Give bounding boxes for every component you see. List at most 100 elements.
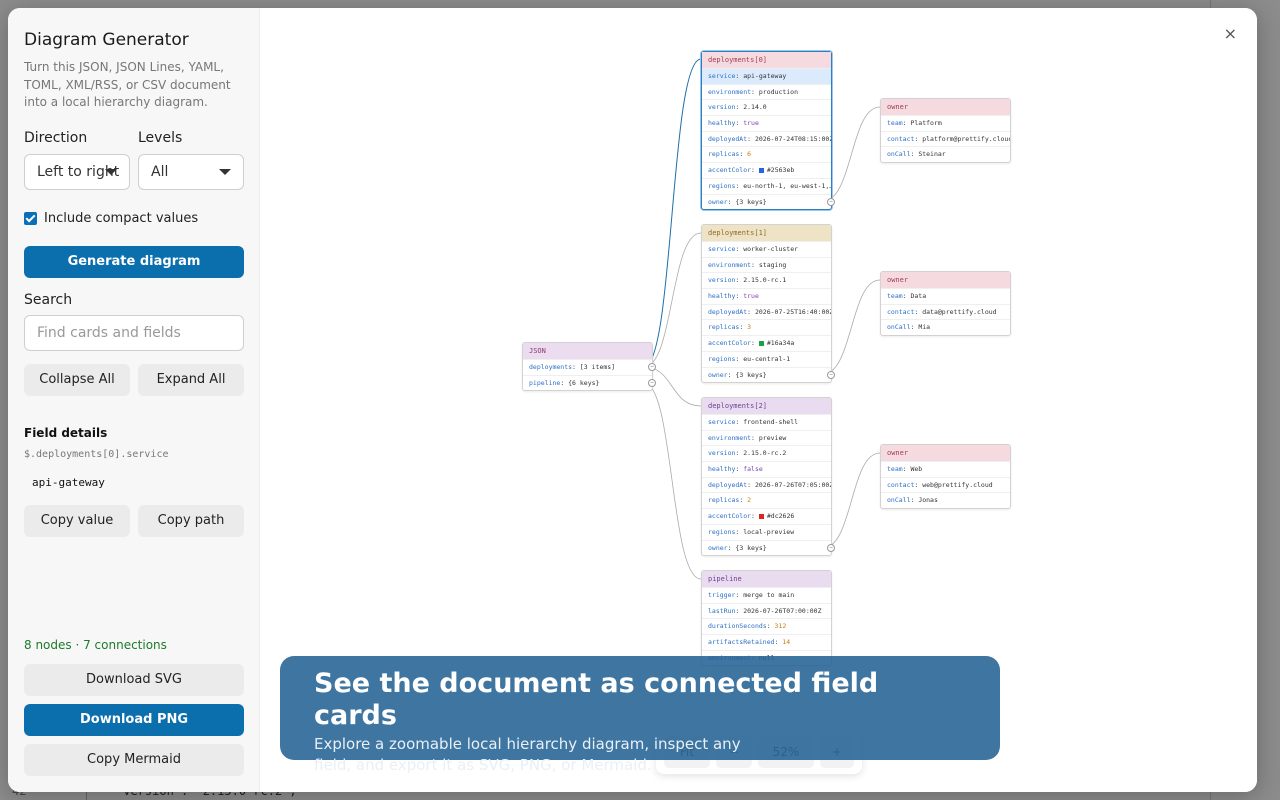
card-field[interactable]: trigger: merge to main [702, 587, 831, 603]
levels-select[interactable]: All [138, 154, 244, 190]
field-value: 14 [782, 638, 791, 647]
card-field[interactable]: owner: {3 keys}− [702, 539, 835, 556]
search-input[interactable] [24, 315, 244, 351]
field-value: eu-central-1 [743, 354, 791, 363]
field-value: [3 items] [579, 363, 616, 371]
field-key: replicas [708, 150, 740, 159]
card-field[interactable]: accentColor: #16a34a [702, 335, 831, 351]
field-key: regions [708, 354, 736, 363]
card-field[interactable]: environment: staging [702, 256, 831, 273]
copy-mermaid-button[interactable]: Copy Mermaid [24, 744, 244, 776]
field-key: artifactsRetained [708, 638, 775, 647]
card-field[interactable]: durationSeconds: 312 [702, 618, 831, 634]
card-field[interactable]: regions: local-preview [702, 523, 831, 540]
card-field[interactable]: lastRun: 2026-07-26T07:00:00Z [702, 602, 831, 619]
field-value: {3 keys} [735, 370, 767, 379]
card-field[interactable]: owner: {3 keys}− [702, 366, 835, 383]
card-field[interactable]: accentColor: #dc2626 [702, 508, 831, 524]
card-field[interactable]: service: api-gateway [702, 68, 831, 84]
card-field[interactable]: onCall: Steinar [881, 146, 1010, 162]
card-field[interactable]: onCall: Mia [881, 319, 1010, 335]
card-field[interactable]: version: 2.15.0-rc.2 [702, 445, 831, 461]
field-value: #16a34a [766, 339, 795, 348]
field-key: version [708, 103, 736, 112]
card-field[interactable]: team: Data [881, 288, 1010, 304]
collapse-toggle-icon[interactable]: − [648, 363, 656, 371]
field-key: deployedAt [708, 134, 748, 143]
field-value: worker-cluster [743, 245, 799, 253]
card-field[interactable]: regions: eu-central-1 [702, 350, 831, 367]
card-field[interactable]: deployedAt: 2026-07-25T16:40:00Z [702, 303, 831, 320]
download-png-button[interactable]: Download PNG [24, 704, 244, 736]
card-field[interactable]: team: Platform [881, 115, 1010, 131]
collapse-all-button[interactable]: Collapse All [24, 364, 130, 396]
field-key: healthy [708, 465, 736, 474]
field-value: 2.15.0-rc.1 [743, 276, 787, 285]
field-value: web@prettify.cloud [922, 480, 993, 489]
card-field[interactable]: service: frontend-shell [702, 414, 831, 430]
card-field[interactable]: deployedAt: 2026-07-26T07:05:00Z [702, 476, 831, 493]
card-header: owner [881, 445, 1010, 461]
card-field[interactable]: pipeline: {6 keys}− [523, 374, 656, 391]
card-field[interactable]: service: worker-cluster [702, 241, 831, 257]
field-key: environment [708, 433, 752, 442]
expand-all-button[interactable]: Expand All [138, 364, 244, 396]
card-field[interactable]: deployments: [3 items]− [523, 359, 656, 375]
field-value: preview [758, 433, 787, 442]
collapse-toggle-icon[interactable]: − [648, 378, 656, 387]
card-field[interactable]: healthy: true [702, 115, 831, 131]
field-value: merge to main [743, 591, 795, 599]
field-key: deployments [529, 363, 573, 371]
card-field[interactable]: version: 2.15.0-rc.1 [702, 272, 831, 288]
copy-path-button[interactable]: Copy path [138, 505, 244, 537]
generate-diagram-button[interactable]: Generate diagram [24, 246, 244, 278]
close-icon[interactable]: × [1223, 24, 1237, 43]
levels-label: Levels [138, 130, 183, 146]
card-field[interactable]: environment: preview [702, 429, 831, 446]
sidebar-description: Turn this JSON, JSON Lines, YAML, TOML, … [24, 60, 231, 109]
direction-value: Left to right [37, 164, 120, 180]
field-key: deployedAt [708, 307, 748, 316]
card-field[interactable]: replicas: 2 [702, 492, 831, 508]
card-field[interactable]: environment: production [702, 83, 831, 100]
card-field[interactable]: replicas: 3 [702, 319, 831, 335]
collapse-toggle-icon[interactable]: − [827, 370, 835, 379]
collapse-toggle-icon[interactable]: − [827, 543, 835, 552]
card-field[interactable]: team: Web [881, 461, 1010, 477]
card-field[interactable]: replicas: 6 [702, 146, 831, 162]
field-key: contact [887, 480, 915, 489]
compact-values-checkbox[interactable] [24, 212, 37, 225]
download-svg-button[interactable]: Download SVG [24, 664, 244, 696]
card-field[interactable]: contact: web@prettify.cloud [881, 476, 1010, 493]
card-field[interactable]: artifactsRetained: 14 [702, 634, 831, 650]
card-field[interactable]: contact: data@prettify.cloud [881, 303, 1010, 320]
field-value: {3 keys} [735, 543, 767, 552]
field-value: 2.15.0-rc.2 [743, 449, 787, 458]
edge-d1-o1 [822, 279, 881, 375]
copy-value-button[interactable]: Copy value [24, 505, 130, 537]
card-field[interactable]: owner: {3 keys}− [702, 193, 835, 210]
card-field[interactable]: contact: platform@prettify.cloud [881, 130, 1010, 147]
field-value: data@prettify.cloud [922, 307, 997, 316]
card-field[interactable]: healthy: true [702, 288, 831, 304]
card-header: JSON [523, 343, 652, 359]
banner-heading: See the document as connected field card… [314, 668, 879, 731]
card-field[interactable]: regions: eu-north-1, eu-west-1,… [702, 177, 831, 194]
card-field[interactable]: deployedAt: 2026-07-24T08:15:00Z [702, 130, 831, 147]
card-field[interactable]: version: 2.14.0 [702, 99, 831, 115]
card-field[interactable]: healthy: false [702, 461, 831, 477]
card-field[interactable]: accentColor: #2563eb [702, 162, 831, 178]
collapse-toggle-icon[interactable]: − [827, 197, 835, 206]
card-field[interactable]: onCall: Jonas [881, 492, 1010, 508]
color-swatch [758, 513, 764, 519]
direction-select[interactable]: Left to right [24, 154, 130, 190]
field-details-title: Field details [24, 426, 108, 440]
